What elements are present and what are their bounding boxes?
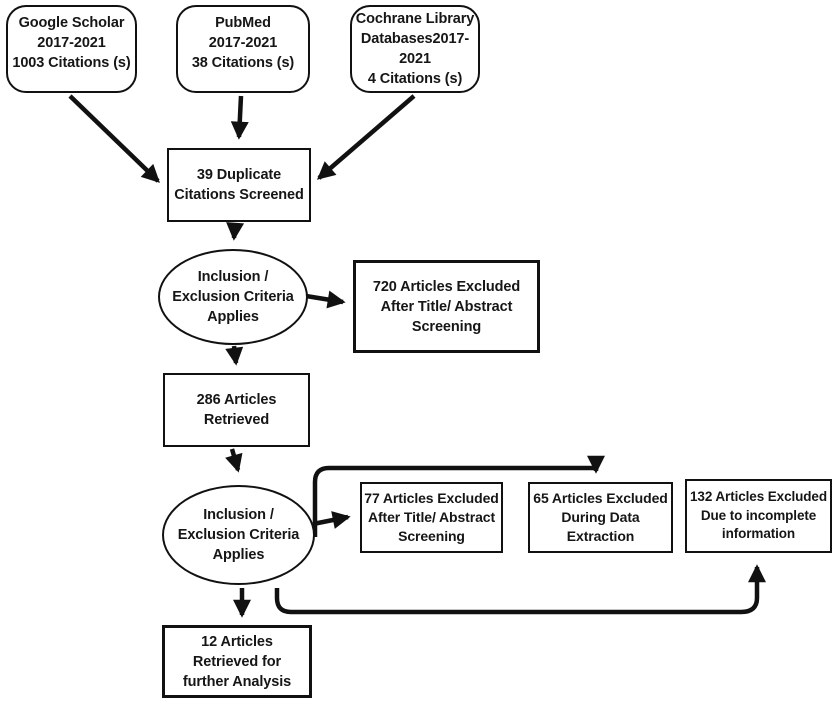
node-criteria-applies-1-label: Inclusion / Exclusion Criteria Applies xyxy=(172,269,294,325)
arrow-google-to-duplicates xyxy=(68,94,160,183)
node-excluded-720-label: 720 Articles Excluded After Title/ Abstr… xyxy=(372,278,521,335)
node-retrieved-286-label: 286 Articles Retrieved xyxy=(196,392,277,428)
node-cochrane-library-label: Cochrane Library Databases2017- 2021 4 C… xyxy=(355,11,475,87)
node-excluded-132: 132 Articles Excluded Due to incomplete … xyxy=(685,479,832,553)
node-retrieved-286: 286 Articles Retrieved xyxy=(163,373,310,447)
node-criteria-applies-1: Inclusion / Exclusion Criteria Applies xyxy=(158,249,308,345)
arrow-criteria1-to-excluded720 xyxy=(305,290,346,309)
arrow-criteria2-to-excluded65 xyxy=(312,455,605,537)
node-pubmed-label: PubMed 2017-2021 38 Citations (s) xyxy=(191,14,295,71)
node-excluded-65: 65 Articles Excluded During Data Extract… xyxy=(528,482,673,553)
node-final-12: 12 Articles Retrieved for further Analys… xyxy=(162,625,312,698)
arrow-retrieved286-to-criteria2 xyxy=(225,448,243,473)
node-criteria-applies-2: Inclusion / Exclusion Criteria Applies xyxy=(162,485,315,585)
node-excluded-720: 720 Articles Excluded After Title/ Abstr… xyxy=(353,260,540,353)
arrow-pubmed-to-duplicates xyxy=(230,95,249,140)
node-criteria-applies-2-label: Inclusion / Exclusion Criteria Applies xyxy=(177,507,300,563)
node-cochrane-library: Cochrane Library Databases2017- 2021 4 C… xyxy=(350,5,480,93)
node-final-12-label: 12 Articles Retrieved for further Analys… xyxy=(182,633,292,690)
arrow-duplicates-to-criteria1 xyxy=(226,222,245,241)
node-pubmed: PubMed 2017-2021 38 Citations (s) xyxy=(176,5,310,93)
node-excluded-77: 77 Articles Excluded After Title/ Abstra… xyxy=(360,482,503,553)
node-excluded-132-label: 132 Articles Excluded Due to incomplete … xyxy=(690,489,827,542)
arrow-criteria2-to-excluded77 xyxy=(312,511,351,529)
node-google-scholar: Google Scholar 2017-2021 1003 Citations … xyxy=(6,5,137,93)
arrow-criteria1-to-retrieved286 xyxy=(225,345,244,366)
node-excluded-77-label: 77 Articles Excluded After Title/ Abstra… xyxy=(364,489,499,545)
arrow-criteria2-to-excluded132 xyxy=(274,564,766,615)
node-duplicates-screened-label: 39 Duplicate Citations Screened xyxy=(174,167,304,203)
node-duplicates-screened: 39 Duplicate Citations Screened xyxy=(167,148,311,222)
arrow-cochrane-to-duplicates xyxy=(316,94,416,180)
node-excluded-65-label: 65 Articles Excluded During Data Extract… xyxy=(533,489,668,545)
node-google-scholar-label: Google Scholar 2017-2021 1003 Citations … xyxy=(12,14,131,71)
